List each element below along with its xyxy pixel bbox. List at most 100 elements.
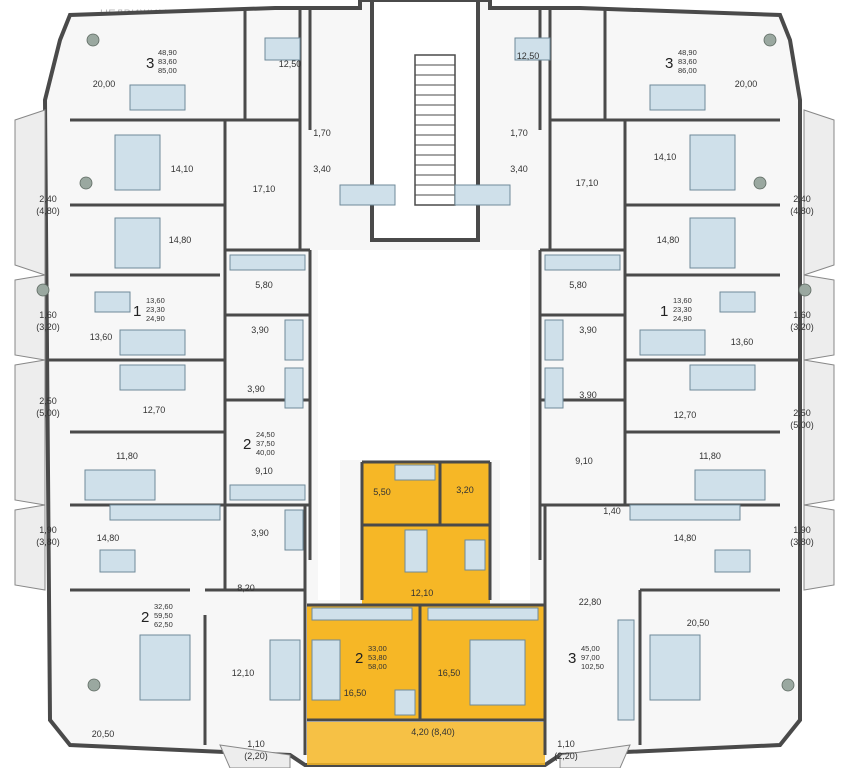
kitchen-counter-icon [229, 254, 306, 271]
sink-icon [404, 529, 428, 573]
svg-text:58,00: 58,00 [368, 662, 387, 671]
room-label: (3,80) [790, 537, 814, 547]
room-label: (5,00) [36, 408, 60, 418]
plant-icon [86, 33, 100, 47]
room-label: 1,40 [603, 506, 621, 516]
room-label: (4,80) [790, 206, 814, 216]
svg-text:102,50: 102,50 [581, 662, 604, 671]
bed-icon [114, 134, 161, 191]
room-label: 1,90 [39, 525, 57, 535]
room-label: 12,10 [411, 588, 434, 598]
room-label: 3,90 [579, 325, 597, 335]
room-label: 14,80 [657, 235, 680, 245]
sofa-icon [129, 84, 186, 111]
room-label: 1,70 [313, 128, 331, 138]
room-label: 20,00 [735, 79, 758, 89]
room-label: 13,60 [731, 337, 754, 347]
plant-icon [781, 678, 795, 692]
svg-text:40,00: 40,00 [256, 448, 275, 457]
room-label: 2,40 [793, 194, 811, 204]
room-labels: 12,50 20,00 1,70 3,40 17,10 14,10 2,40 (… [36, 51, 814, 761]
sofa-icon [119, 329, 186, 356]
svg-text:32,60: 32,60 [154, 602, 173, 611]
bathtub-icon [284, 367, 304, 409]
room-label: 14,80 [97, 533, 120, 543]
kitchen-counter-icon [229, 484, 306, 501]
apartment-label-w2[interactable]: 2 24,50 37,50 40,00 [243, 430, 275, 457]
room-label: 1,10 [557, 739, 575, 749]
sofa-icon [689, 364, 756, 391]
room-label: 3,40 [510, 164, 528, 174]
svg-text:1: 1 [660, 303, 668, 320]
plant-icon [36, 283, 50, 297]
room-label: 12,70 [143, 405, 166, 415]
kitchen-counter-icon [629, 504, 741, 521]
svg-text:1: 1 [133, 303, 141, 320]
plant-icon [79, 176, 93, 190]
svg-text:62,50: 62,50 [154, 620, 173, 629]
bathtub-icon [284, 319, 304, 361]
table-icon [714, 549, 751, 573]
svg-text:23,30: 23,30 [146, 305, 165, 314]
apartment-label-se3[interactable]: 3 45,00 97,00 102,50 [568, 644, 604, 671]
svg-text:85,00: 85,00 [158, 66, 177, 75]
bathtub-icon [339, 184, 396, 206]
room-label: 13,60 [90, 332, 113, 342]
sofa-icon [639, 329, 706, 356]
apartment-label-s2[interactable]: 2 33,00 53,80 58,00 [355, 644, 387, 671]
bathtub-icon [454, 184, 511, 206]
bed-icon [689, 217, 736, 269]
room-label: 3,20 [456, 485, 474, 495]
bed-icon [649, 634, 701, 701]
room-label: 3,90 [247, 384, 265, 394]
room-label: 2,50 [793, 408, 811, 418]
room-label: (3,80) [36, 537, 60, 547]
room-label: 1,60 [39, 310, 57, 320]
svg-text:24,90: 24,90 [146, 314, 165, 323]
svg-text:33,00: 33,00 [368, 644, 387, 653]
room-label: 3,90 [579, 390, 597, 400]
room-label: 20,50 [92, 729, 115, 739]
table-icon [94, 291, 131, 313]
room-label: 14,80 [169, 235, 192, 245]
plant-icon [798, 283, 812, 297]
table-icon [514, 37, 551, 61]
room-label: 12,70 [674, 410, 697, 420]
bed-icon [689, 134, 736, 191]
bed-icon [469, 639, 526, 706]
apartment-label-sw2[interactable]: 2 32,60 59,50 62,50 [141, 602, 173, 629]
furniture [84, 37, 766, 721]
svg-text:83,60: 83,60 [678, 57, 697, 66]
apartment-label-w1[interactable]: 1 13,60 23,30 24,90 [133, 296, 165, 323]
room-label: 16,50 [344, 688, 367, 698]
svg-text:3: 3 [568, 650, 576, 667]
wardrobe-icon [617, 619, 635, 721]
apartment-label-ne3[interactable]: 3 48,90 83,60 86,00 [665, 48, 697, 75]
room-label: (5,00) [790, 420, 814, 430]
bed-icon [114, 217, 161, 269]
svg-text:48,90: 48,90 [678, 48, 697, 57]
bathtub-icon [284, 509, 304, 551]
room-label: 5,50 [373, 487, 391, 497]
room-label: 20,00 [93, 79, 116, 89]
svg-text:37,50: 37,50 [256, 439, 275, 448]
room-label: (2,20) [244, 751, 268, 761]
balconies [14, 109, 835, 768]
apartment-label-e1[interactable]: 1 13,60 23,30 24,90 [660, 296, 692, 323]
svg-text:2: 2 [243, 436, 251, 453]
table-icon [719, 291, 756, 313]
svg-text:59,50: 59,50 [154, 611, 173, 620]
room-label: 1,70 [510, 128, 528, 138]
svg-text:48,90: 48,90 [158, 48, 177, 57]
corridor [318, 250, 530, 600]
table-icon [264, 37, 301, 61]
apartment-label-nw3[interactable]: 3 48,90 83,60 85,00 [146, 48, 177, 75]
room-label: 1,90 [793, 525, 811, 535]
kitchen-counter-icon [544, 254, 621, 271]
svg-text:3: 3 [146, 55, 154, 72]
kitchen-counter-icon [311, 607, 413, 621]
room-label: 1,60 [793, 310, 811, 320]
room-label: 9,10 [575, 456, 593, 466]
sofa-icon [649, 84, 706, 111]
